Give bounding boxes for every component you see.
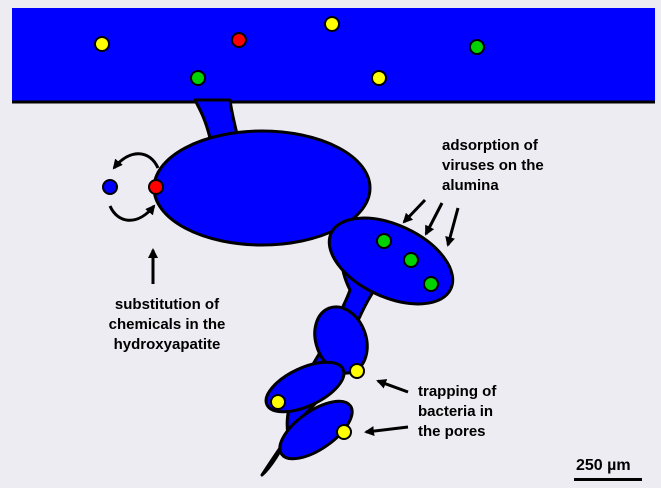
exchange-arrow-top [114, 154, 158, 168]
trapping-arrow-2 [366, 427, 408, 432]
bacteria-particle [337, 425, 351, 439]
bacteria-particle [372, 71, 386, 85]
bacteria-particle [325, 17, 339, 31]
chemical-particle-red [149, 180, 163, 194]
virus-particle [424, 277, 438, 291]
virus-particle [377, 234, 391, 248]
adsorption-arrow-3 [448, 208, 458, 245]
exchange-arrow-bottom [110, 206, 154, 220]
scale-bar-label: 250 µm [576, 456, 631, 476]
chemical-particle-blue [103, 180, 117, 194]
virus-particle [404, 253, 418, 267]
virus-particle [470, 40, 484, 54]
adsorption-arrow-2 [426, 203, 442, 234]
virus-particle [191, 71, 205, 85]
adsorption-arrow-1 [404, 200, 425, 222]
trapping-arrow-1 [378, 381, 408, 392]
scale-bar [574, 478, 642, 481]
chemical-particle-red [232, 33, 246, 47]
bacteria-particle [271, 395, 285, 409]
trapping-label: trapping of bacteria in the pores [418, 382, 496, 442]
adsorption-label: adsorption of viruses on the alumina [442, 136, 544, 196]
substitution-label: substitution of chemicals in the hydroxy… [82, 295, 252, 355]
bacteria-particle [95, 37, 109, 51]
bacteria-particle [350, 364, 364, 378]
